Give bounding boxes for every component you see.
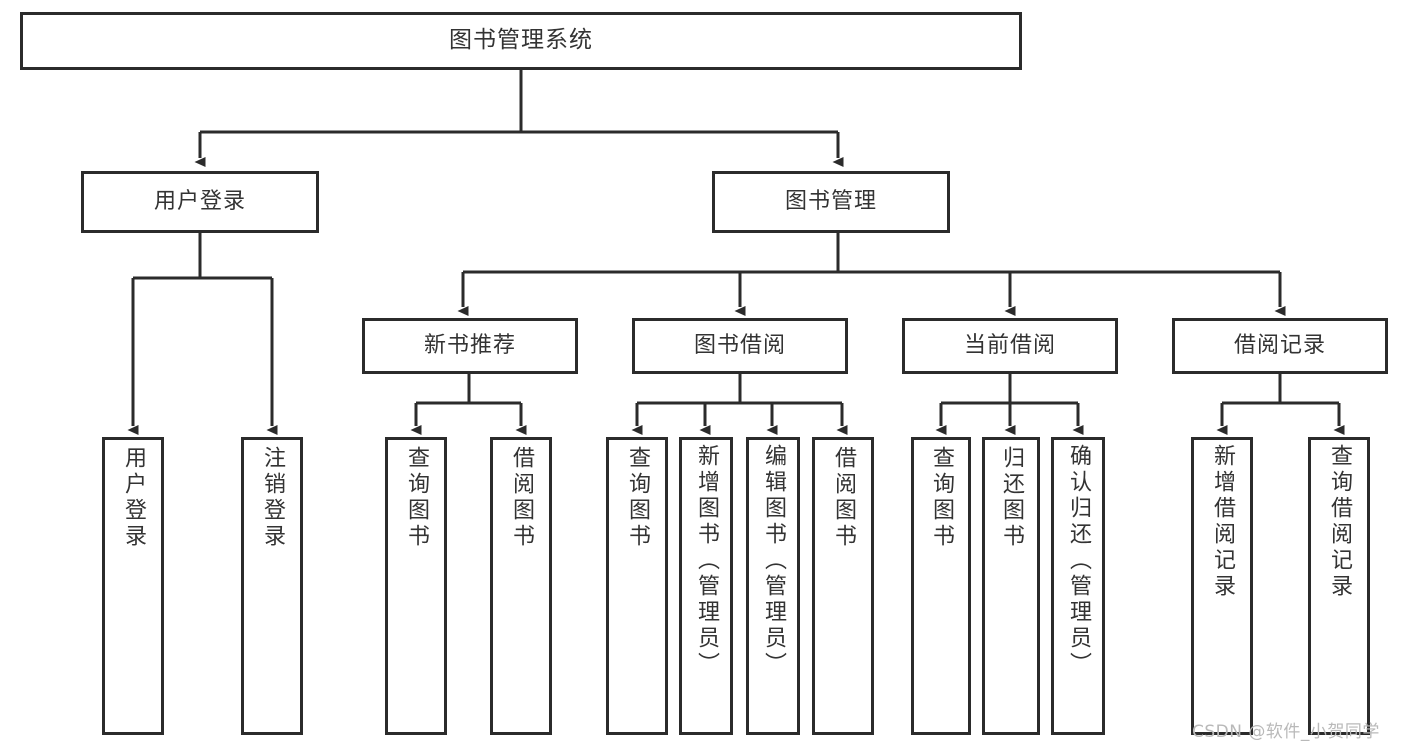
node-new-book-rec[interactable]: 新书推荐 [362,318,578,374]
node-leaf-edit-book-label: 编辑图书（管理员） [761,444,786,678]
node-leaf-add-book-label: 新增图书（管理员） [694,444,719,678]
node-book-borrow-label: 图书借阅 [693,333,786,359]
node-leaf-user-login[interactable]: 用户登录 [102,437,164,735]
node-leaf-add-record[interactable]: 新增借阅记录 [1191,437,1253,735]
node-leaf-logout-label: 注销登录 [260,446,285,550]
node-leaf-query-book-3-label: 查询图书 [929,446,954,550]
node-leaf-borrow-book-1[interactable]: 借阅图书 [490,437,552,735]
node-user-login-label: 用户登录 [153,189,246,215]
node-leaf-confirm-return[interactable]: 确认归还（管理员） [1051,437,1105,735]
node-leaf-logout[interactable]: 注销登录 [241,437,303,735]
node-leaf-query-record[interactable]: 查询借阅记录 [1308,437,1370,735]
node-leaf-query-book-2-label: 查询图书 [625,446,650,550]
node-leaf-borrow-book-2-label: 借阅图书 [831,446,856,550]
node-leaf-query-book-1[interactable]: 查询图书 [385,437,447,735]
node-leaf-query-record-label: 查询借阅记录 [1327,444,1352,600]
csdn-watermark: CSDN @软件_小贺同学 [1192,722,1380,742]
node-leaf-borrow-book-1-label: 借阅图书 [509,446,534,550]
node-leaf-borrow-book-2[interactable]: 借阅图书 [812,437,874,735]
node-leaf-query-book-3[interactable]: 查询图书 [911,437,971,735]
node-leaf-edit-book[interactable]: 编辑图书（管理员） [746,437,800,735]
node-leaf-query-book-1-label: 查询图书 [404,446,429,550]
node-new-book-rec-label: 新书推荐 [423,333,516,359]
node-leaf-user-login-label: 用户登录 [121,446,146,550]
node-leaf-add-book[interactable]: 新增图书（管理员） [679,437,733,735]
node-book-manage[interactable]: 图书管理 [712,171,950,233]
node-current-borrow[interactable]: 当前借阅 [902,318,1118,374]
node-leaf-add-record-label: 新增借阅记录 [1210,444,1235,600]
node-leaf-return-book-label: 归还图书 [999,446,1024,550]
node-root-label: 图书管理系统 [449,27,593,54]
node-leaf-confirm-return-label: 确认归还（管理员） [1066,444,1091,678]
node-leaf-return-book[interactable]: 归还图书 [982,437,1040,735]
node-leaf-query-book-2[interactable]: 查询图书 [606,437,668,735]
node-current-borrow-label: 当前借阅 [963,333,1056,359]
node-borrow-record[interactable]: 借阅记录 [1172,318,1388,374]
node-book-manage-label: 图书管理 [784,189,877,215]
node-book-borrow[interactable]: 图书借阅 [632,318,848,374]
node-root[interactable]: 图书管理系统 [20,12,1022,70]
node-user-login[interactable]: 用户登录 [81,171,319,233]
node-borrow-record-label: 借阅记录 [1233,333,1326,359]
